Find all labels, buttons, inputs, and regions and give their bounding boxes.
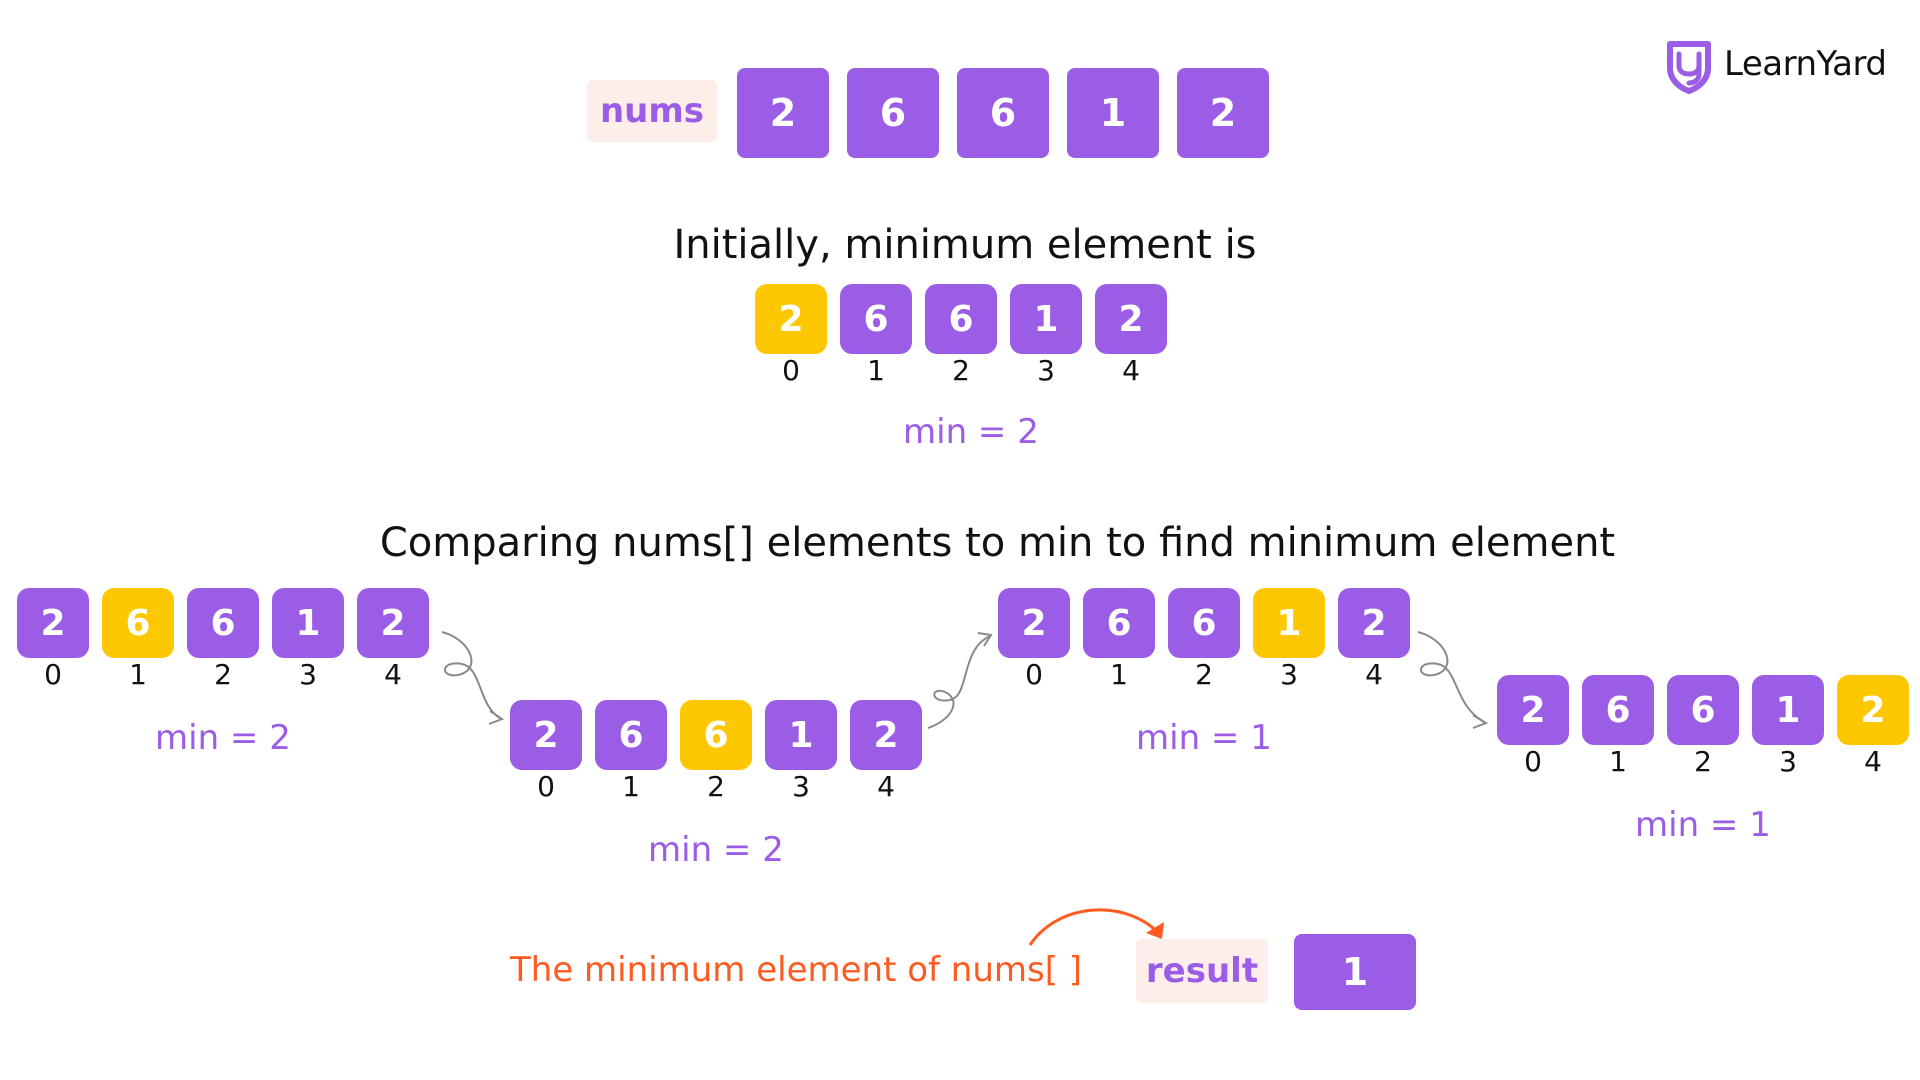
array-index-label: 2 — [1694, 745, 1712, 778]
nums-element-box: 2 — [1177, 68, 1269, 158]
array-index-label: 4 — [384, 658, 402, 691]
array-cell: 1 — [765, 700, 837, 770]
initial-heading: Initially, minimum element is — [673, 222, 1257, 268]
array-index-label: 0 — [782, 354, 800, 387]
array-cell: 2 — [1338, 588, 1410, 658]
step-4-min-label: min = 1 — [1635, 805, 1771, 845]
array-index-label: 2 — [952, 354, 970, 387]
array-cell: 1 — [1010, 284, 1082, 354]
array-index-label: 4 — [1365, 658, 1383, 691]
connector-arrow-3-head — [1472, 714, 1489, 729]
logo-text: LearnYard — [1724, 44, 1887, 84]
array-index-label: 3 — [299, 658, 317, 691]
array-cell: 6 — [1168, 588, 1240, 658]
array-cell: 2 — [998, 588, 1070, 658]
array-index-label: 4 — [877, 770, 895, 803]
array-index-label: 2 — [707, 770, 725, 803]
array-index-label: 3 — [792, 770, 810, 803]
result-value-box: 1 — [1294, 934, 1416, 1010]
highlighted-array-cell: 6 — [680, 700, 752, 770]
initial-min-label: min = 2 — [903, 412, 1039, 452]
array-cell: 6 — [1667, 675, 1739, 745]
array-cell: 6 — [595, 700, 667, 770]
array-index-label: 3 — [1280, 658, 1298, 691]
highlighted-array-cell: 2 — [1837, 675, 1909, 745]
array-cell: 2 — [850, 700, 922, 770]
logo: LearnYard — [1664, 38, 1887, 94]
highlighted-array-cell: 1 — [1253, 588, 1325, 658]
connector-arrow-3 — [1417, 631, 1485, 723]
array-cell: 2 — [510, 700, 582, 770]
array-index-label: 2 — [214, 658, 232, 691]
array-index-label: 3 — [1037, 354, 1055, 387]
comparing-heading: Comparing nums[] elements to min to find… — [379, 520, 1616, 566]
array-index-label: 1 — [1110, 658, 1128, 691]
array-index-label: 4 — [1122, 354, 1140, 387]
connector-arrow-1-head — [488, 710, 505, 725]
array-cell: 2 — [17, 588, 89, 658]
array-cell: 6 — [1083, 588, 1155, 658]
nums-element-box: 2 — [737, 68, 829, 158]
array-index-label: 0 — [1025, 658, 1043, 691]
array-index-label: 0 — [537, 770, 555, 803]
highlighted-array-cell: 6 — [102, 588, 174, 658]
connector-arrow-2-head — [977, 632, 993, 647]
array-index-label: 1 — [867, 354, 885, 387]
step-3-min-label: min = 1 — [1136, 718, 1272, 758]
result-label: result — [1136, 939, 1268, 1003]
array-cell: 6 — [925, 284, 997, 354]
array-cell: 2 — [357, 588, 429, 658]
array-index-label: 1 — [622, 770, 640, 803]
nums-element-box: 1 — [1067, 68, 1159, 158]
array-index-label: 0 — [44, 658, 62, 691]
array-index-label: 1 — [1609, 745, 1627, 778]
connector-arrow-1 — [441, 631, 501, 719]
array-index-label: 4 — [1864, 745, 1882, 778]
nums-element-box: 6 — [847, 68, 939, 158]
highlighted-array-cell: 2 — [755, 284, 827, 354]
array-cell: 2 — [1095, 284, 1167, 354]
array-cell: 1 — [272, 588, 344, 658]
result-curved-arrow — [1028, 908, 1164, 946]
learnyard-shield-icon — [1667, 41, 1711, 94]
result-note: The minimum element of nums[ ] — [510, 950, 1083, 990]
array-cell: 6 — [840, 284, 912, 354]
connector-arrow-2 — [927, 635, 991, 729]
step-1-min-label: min = 2 — [155, 718, 291, 758]
array-cell: 6 — [1582, 675, 1654, 745]
step-2-min-label: min = 2 — [648, 830, 784, 870]
nums-element-box: 6 — [957, 68, 1049, 158]
nums-label: nums — [587, 80, 717, 142]
array-cell: 6 — [187, 588, 259, 658]
array-index-label: 1 — [129, 658, 147, 691]
array-index-label: 0 — [1524, 745, 1542, 778]
array-index-label: 2 — [1195, 658, 1213, 691]
array-cell: 2 — [1497, 675, 1569, 745]
array-index-label: 3 — [1779, 745, 1797, 778]
array-cell: 1 — [1752, 675, 1824, 745]
